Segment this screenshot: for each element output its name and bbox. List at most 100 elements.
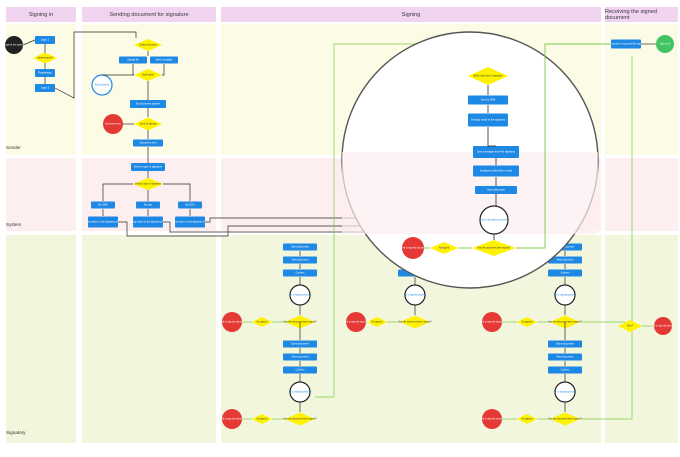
process-box-label: Sent by SMS xyxy=(481,99,496,102)
process-box xyxy=(548,366,582,374)
decision-diamond xyxy=(550,412,580,426)
process-box-label: Open document xyxy=(291,246,309,249)
connector-line xyxy=(487,127,496,147)
signing-process-circle-label: Go to signing process xyxy=(554,391,577,394)
process-box xyxy=(133,139,163,147)
lane-cell xyxy=(6,235,76,443)
signing-process-circle-label: Go to signing process xyxy=(404,294,427,297)
process-box-label: Sending notice to the signatory by EDS xyxy=(168,221,212,224)
decision-label: Authenticated? xyxy=(37,57,53,60)
process-box-label: Open document xyxy=(556,343,574,346)
decision-label: Create document xyxy=(139,44,157,47)
signing-process-circle-label: Go to signing process xyxy=(289,391,312,394)
column-header-signing: Signing xyxy=(221,7,601,22)
process-box xyxy=(468,95,508,105)
end-fail-node-label: Failed to sign the document xyxy=(478,321,507,324)
decision-label: Send for signing xyxy=(140,123,157,126)
process-box xyxy=(611,39,641,49)
decision-label: No agreed xyxy=(522,321,533,324)
connector-line xyxy=(315,43,440,398)
lane-label-signatory: Signatory xyxy=(6,430,26,435)
process-box xyxy=(475,186,517,194)
decision-diamond xyxy=(252,414,272,424)
connector-line xyxy=(516,43,611,249)
decision-diamond xyxy=(517,414,537,424)
end-fail-node xyxy=(222,312,242,332)
process-box xyxy=(283,256,317,264)
process-box-label: View document xyxy=(291,259,308,262)
decision-label: Has the document been signed? xyxy=(548,321,582,324)
decision-diamond xyxy=(285,412,315,426)
process-box-label: Document sent xyxy=(140,142,157,145)
column-header-receiving: Receiving the signed document xyxy=(605,7,678,22)
process-box-label: Registration xyxy=(38,72,52,75)
lane-label-system: System xyxy=(6,222,22,227)
decision-diamond xyxy=(400,315,430,329)
decision-diamond xyxy=(134,39,162,51)
end-ok-node-label: Sign is ok xyxy=(660,44,671,46)
decision-label: Draft saved xyxy=(142,74,154,77)
decision-label: What is the type of signature xyxy=(473,75,503,78)
process-box xyxy=(88,216,118,228)
process-box-label: By SMS xyxy=(98,204,107,207)
process-box xyxy=(175,216,205,228)
decision-diamond xyxy=(517,317,537,327)
decision-label: Has the document been signed? xyxy=(283,418,317,421)
decision-diamond xyxy=(134,69,162,81)
process-box-label: By app xyxy=(144,204,152,207)
start-node-label: Login to the system xyxy=(4,44,24,47)
process-box-label: Sending notice to the signatory by app xyxy=(127,221,170,224)
decision-label: No agreed xyxy=(372,321,383,324)
connector-line xyxy=(22,39,36,46)
process-box xyxy=(548,353,582,361)
process-box xyxy=(283,340,317,348)
end-ok-node xyxy=(656,35,674,53)
end-fail-node xyxy=(103,114,123,134)
process-box-label: Open document xyxy=(291,343,309,346)
signing-process-circle-label: Go to signing process xyxy=(289,294,312,297)
decision-diamond xyxy=(367,317,387,327)
zoom-fail-node xyxy=(402,237,424,259)
connector-line xyxy=(54,31,137,99)
process-box xyxy=(473,146,519,158)
process-box-label: Select template xyxy=(155,59,173,62)
decision-diamond xyxy=(133,178,163,190)
connector-line xyxy=(163,221,440,233)
process-box-label: Sending notice to the signatory xyxy=(471,119,506,122)
decision-label: No agreed xyxy=(257,321,268,324)
zoom-fail-node-label: Failed to sign the document xyxy=(399,247,428,250)
lane-cell xyxy=(605,158,678,231)
process-box xyxy=(548,256,582,264)
process-box xyxy=(548,269,582,277)
end-fail-node xyxy=(346,312,366,332)
process-box-label: Document is successfully signed xyxy=(608,43,645,46)
connector-line xyxy=(163,183,191,201)
process-box-label: Sending notice to the signatory by SMS xyxy=(81,221,125,224)
process-box xyxy=(473,165,519,177)
lane-cell xyxy=(605,235,678,443)
decision-label: Select a type of signature xyxy=(135,183,162,186)
connector-line xyxy=(580,56,633,420)
process-box-label: Confirm xyxy=(561,272,570,275)
process-box xyxy=(283,243,317,251)
decision-label: Has the document been signed? xyxy=(398,321,432,324)
decision-label: No agreed xyxy=(522,418,533,421)
process-box xyxy=(548,340,582,348)
process-box xyxy=(131,163,165,171)
end-fail-node-label: Failed to sign the document xyxy=(218,321,247,324)
process-box xyxy=(283,269,317,277)
process-box-label: Upload file xyxy=(127,59,139,62)
process-box-label: View document xyxy=(291,356,308,359)
process-box-label: Open document xyxy=(556,246,574,249)
process-box xyxy=(130,100,166,108)
process-box-label: Employee clicks link in email xyxy=(480,170,512,173)
process-box xyxy=(35,84,55,92)
process-box xyxy=(35,69,55,77)
process-box xyxy=(119,56,147,64)
end-fail-node xyxy=(654,317,672,335)
process-box-label: Confirm xyxy=(296,369,305,372)
process-box-label: By EDS xyxy=(186,204,195,207)
